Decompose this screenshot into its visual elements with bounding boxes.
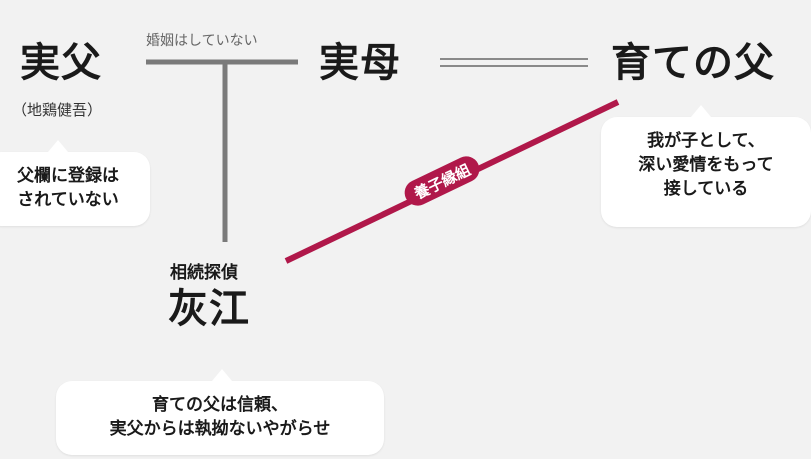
real-mother-name: 実母: [319, 40, 401, 86]
bubble-line: 我が子として、: [647, 131, 765, 151]
foster-father-name: 育ての父: [611, 40, 775, 86]
bubble-tail: [691, 105, 711, 117]
bubble-line: 深い愛情をもって: [638, 155, 774, 175]
detective-title: 相続探偵: [170, 263, 238, 283]
bubble-tail: [48, 140, 68, 152]
father-column-bubble: 父欄に登録は されていない: [0, 140, 150, 226]
bubble-line: 実父からは執拗ないやがらせ: [109, 419, 331, 439]
foster-love-bubble: 我が子として、 深い愛情をもって 接している: [601, 105, 811, 227]
bubble-line: 接している: [663, 179, 749, 199]
haie-feelings-bubble: 育ての父は信頼、 実父からは執拗ないやがらせ: [56, 369, 384, 455]
bubble-line: 父欄に登録は: [17, 166, 119, 186]
bubble-line: されていない: [17, 190, 119, 210]
real-father-note: （地鶏健吾）: [12, 101, 103, 119]
adoption-label: 養子縁組: [404, 156, 480, 206]
bubble-line: 育ての父は信頼、: [152, 395, 288, 415]
bubble-tail: [212, 369, 232, 381]
unmarried-label: 婚姻はしていない: [146, 33, 258, 49]
detective-name: 灰江: [168, 286, 250, 332]
real-father-name: 実父: [20, 40, 102, 86]
